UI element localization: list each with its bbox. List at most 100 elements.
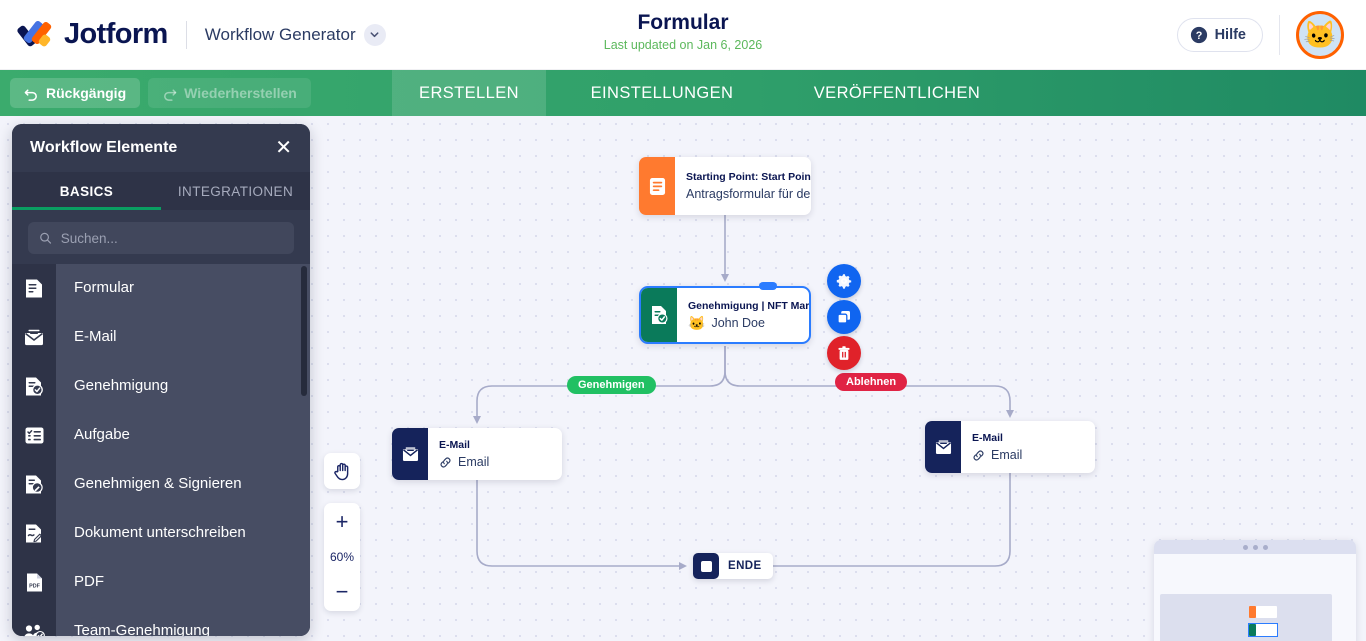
- element-item-label: Genehmigung: [56, 361, 310, 411]
- element-item-genehmigen-signieren[interactable]: Genehmigen & Signieren: [12, 459, 310, 509]
- node-duplicate-button[interactable]: [827, 300, 861, 334]
- element-item-label: Formular: [56, 264, 310, 313]
- sign-document-icon: [12, 508, 56, 558]
- form-icon: [639, 157, 675, 215]
- tab-einstellungen[interactable]: EINSTELLUNGEN: [590, 83, 734, 102]
- search-box[interactable]: [28, 222, 294, 254]
- gear-icon: [836, 274, 852, 289]
- question-circle-icon: ?: [1190, 26, 1207, 44]
- redo-button[interactable]: Wiederherstellen: [148, 78, 311, 108]
- tab-integrationen[interactable]: INTEGRATIONEN: [177, 183, 294, 199]
- minimap-node-approval: [1248, 623, 1278, 637]
- branch-label-reject[interactable]: Ablehnen: [835, 373, 908, 391]
- node-title: Genehmigung | NFT Marktpl...: [688, 299, 810, 312]
- element-item-email[interactable]: E-Mail: [12, 312, 310, 362]
- brand[interactable]: Jotform Workflow Generator: [0, 18, 386, 52]
- minimap[interactable]: [1154, 540, 1356, 641]
- element-item-label: Dokument unterschreiben: [56, 508, 310, 558]
- node-subtitle: Antragsformular für den M...: [686, 186, 811, 201]
- element-list[interactable]: Formular E-Mail Genehmigung Aufgabe: [12, 264, 310, 636]
- panel-title: Workflow Elemente: [30, 139, 178, 156]
- chevron-down-icon[interactable]: [363, 23, 386, 46]
- panel-search-wrap: [12, 210, 310, 264]
- node-subtitle: Email: [458, 454, 490, 469]
- link-icon: [973, 450, 984, 460]
- workflow-tabs: ERSTELLEN EINSTELLUNGEN VERÖFFENTLICHEN: [392, 70, 1016, 116]
- element-item-formular[interactable]: Formular: [12, 264, 310, 313]
- link-icon: [440, 457, 451, 467]
- help-button-label: Hilfe: [1214, 27, 1246, 43]
- undo-redo-group: Rückgängig Wiederherstellen: [0, 78, 392, 108]
- minimap-node-start: [1249, 606, 1277, 618]
- element-item-dokument-unterschreiben[interactable]: Dokument unterschreiben: [12, 508, 310, 558]
- minimap-viewport[interactable]: [1160, 594, 1332, 641]
- undo-button[interactable]: Rückgängig: [10, 78, 141, 108]
- node-starting-point-body: Starting Point: Start Point Antragsformu…: [675, 157, 811, 215]
- branch-label-approve[interactable]: Genehmigen: [567, 376, 656, 394]
- email-icon: [925, 421, 961, 473]
- element-item-genehmigung[interactable]: Genehmigung: [12, 361, 310, 411]
- pan-tool-button[interactable]: [324, 453, 360, 489]
- assignee-avatar: 🐱: [688, 314, 706, 331]
- copy-icon: [837, 311, 850, 324]
- node-drag-handle[interactable]: [759, 282, 777, 290]
- node-approval[interactable]: Genehmigung | NFT Marktpl... 🐱 John Doe: [639, 286, 811, 344]
- brand-wordmark: Jotform: [64, 18, 168, 50]
- node-settings-button[interactable]: [827, 264, 861, 298]
- zoom-level: 60%: [329, 550, 355, 564]
- node-email-right[interactable]: E-Mail Email: [925, 421, 1095, 473]
- form-icon: [12, 264, 56, 313]
- approval-icon: [12, 361, 56, 411]
- close-icon[interactable]: ✕: [275, 137, 292, 159]
- header-right: ? Hilfe 🐱: [1176, 0, 1366, 70]
- avatar[interactable]: 🐱: [1296, 11, 1344, 59]
- search-input[interactable]: [60, 230, 283, 246]
- node-approval-body: Genehmigung | NFT Marktpl... 🐱 John Doe: [677, 288, 810, 342]
- node-title: E-Mail: [972, 431, 1003, 444]
- team-approval-icon: [12, 606, 56, 636]
- pdf-icon: PDF: [12, 557, 56, 607]
- redo-label: Wiederherstellen: [184, 85, 297, 101]
- node-subtitle: Email: [991, 447, 1023, 462]
- node-email-left-body: E-Mail Email: [428, 428, 501, 480]
- element-item-team-genehmigung[interactable]: Team-Genehmigung: [12, 606, 310, 636]
- zoom-out-button[interactable]: −: [335, 579, 349, 604]
- tab-basics[interactable]: BASICS: [12, 172, 161, 210]
- node-email-right-body: E-Mail Email: [961, 421, 1034, 473]
- approve-sign-icon: [12, 459, 56, 509]
- svg-text:PDF: PDF: [29, 583, 40, 589]
- email-icon: [392, 428, 428, 480]
- svg-text:?: ?: [1195, 30, 1202, 42]
- element-item-aufgabe[interactable]: Aufgabe: [12, 410, 310, 460]
- panel-scrollbar[interactable]: [301, 266, 307, 396]
- header-separator: [1279, 15, 1280, 55]
- help-button[interactable]: ? Hilfe: [1176, 18, 1263, 52]
- element-item-label: Team-Genehmigung: [56, 606, 310, 636]
- jotform-logo-icon: [16, 18, 54, 52]
- tab-erstellen[interactable]: ERSTELLEN: [392, 70, 546, 116]
- redo-icon: [164, 88, 177, 101]
- node-starting-point[interactable]: Starting Point: Start Point Antragsformu…: [639, 157, 811, 215]
- node-subtitle-row: Email: [439, 453, 489, 472]
- task-icon: [12, 410, 56, 460]
- undo-icon: [24, 88, 37, 101]
- header-divider: [185, 20, 187, 49]
- node-action-buttons: [827, 264, 861, 372]
- tab-veroeffentlichen[interactable]: VERÖFFENTLICHEN: [813, 83, 981, 102]
- node-subtitle-row: Email: [972, 446, 1022, 465]
- approval-icon: [641, 288, 677, 342]
- element-item-pdf[interactable]: PDF PDF: [12, 557, 310, 607]
- node-title: Starting Point: Start Point: [686, 170, 811, 183]
- node-assignee: 🐱 John Doe: [688, 314, 809, 333]
- node-end[interactable]: ENDE: [693, 553, 773, 579]
- minimap-body: [1154, 554, 1356, 641]
- zoom-in-button[interactable]: +: [335, 509, 349, 534]
- node-email-left[interactable]: E-Mail Email: [392, 428, 562, 480]
- assignee-name: John Doe: [711, 315, 765, 330]
- product-name: Workflow Generator: [204, 24, 356, 44]
- app-header: Jotform Workflow Generator Formular Last…: [0, 0, 1366, 70]
- node-delete-button[interactable]: [827, 336, 861, 370]
- search-icon: [40, 232, 52, 244]
- minimap-titlebar: [1154, 540, 1356, 554]
- panel-tabs: BASICS INTEGRATIONEN: [12, 172, 310, 210]
